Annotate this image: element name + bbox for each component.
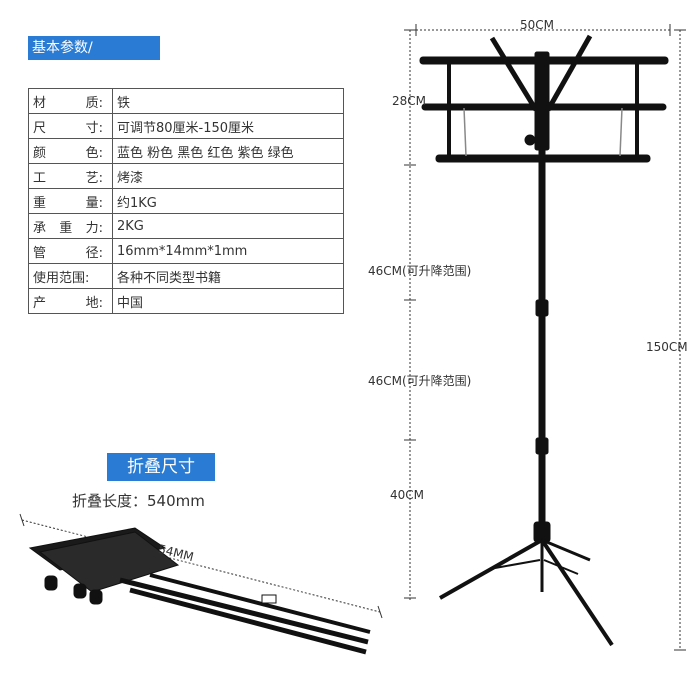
spec-key-part: 寸: [85,120,103,136]
spec-value: 中国 [112,288,344,314]
spec-key-part: 力: [85,220,103,236]
spec-value: 16mm*14mm*1mm [112,238,344,264]
spec-key-part: 重 [33,195,47,211]
dim-base: 40CM [390,488,425,502]
spec-key-part: 地: [85,295,103,311]
folded-stand [28,527,371,655]
spec-key-part: 质: [85,95,103,111]
spec-key-part: 管 [33,245,47,261]
dim-section-1: 46CM(可升降范围) [368,264,472,278]
spec-key-part: 使用范围: [33,270,90,286]
spec-key-part: 量: [85,195,103,211]
music-stand [419,34,669,647]
spec-key: 承重力: [28,213,113,239]
dim-total: 150CM [646,340,688,354]
basic-params-label: 基本参数/ [28,36,160,60]
spec-key-part: 重 [59,220,73,236]
spec-key: 工 艺: [28,163,113,189]
spec-table: 材质:铁尺寸:可调节80厘米-150厘米颜色:蓝色 粉色 黑色 红色 紫色 绿色… [28,88,344,314]
spec-row: 管 径: 16mm*14mm*1mm [28,238,344,264]
dimension-lines [19,24,686,651]
spec-key-part: 工 [33,170,47,186]
dim-width: 50CM [520,18,555,32]
spec-row: 尺 寸: 可调节80厘米-150厘米 [28,113,344,139]
spec-row: 产 地: 中国 [28,288,344,314]
spec-row: 工艺:烤漆 [28,163,344,189]
spec-key: 管 径: [28,238,113,264]
dim-desk-height: 28CM [392,94,427,108]
spec-value: 可调节80厘米-150厘米 [112,113,344,139]
spec-key-part: 承 [33,220,47,236]
spec-row: 颜 色: 蓝色 粉色 黑色 红色 紫色 绿色 [28,138,344,164]
spec-key-part: 色: [85,145,103,161]
spec-key: 产 地: [28,288,113,314]
fold-length-text: 折叠长度：540mm [72,492,205,510]
dim-section-2: 46CM(可升降范围) [368,374,472,388]
spec-key-part: 艺: [85,170,103,186]
spec-value: 蓝色 粉色 黑色 红色 紫色 绿色 [112,138,344,164]
spec-row: 材质:铁 [28,88,344,114]
spec-key-part: 尺 [33,120,47,136]
spec-key-part: 材 [33,95,47,111]
spec-value: 约1KG [112,188,344,214]
spec-key-part: 颜 [33,145,47,161]
spec-key-part: 产 [33,295,47,311]
fold-size-label: 折叠尺寸 [107,453,215,481]
spec-key-part: 径: [85,245,103,261]
spec-key: 尺 寸: [28,113,113,139]
spec-key: 颜 色: [28,138,113,164]
